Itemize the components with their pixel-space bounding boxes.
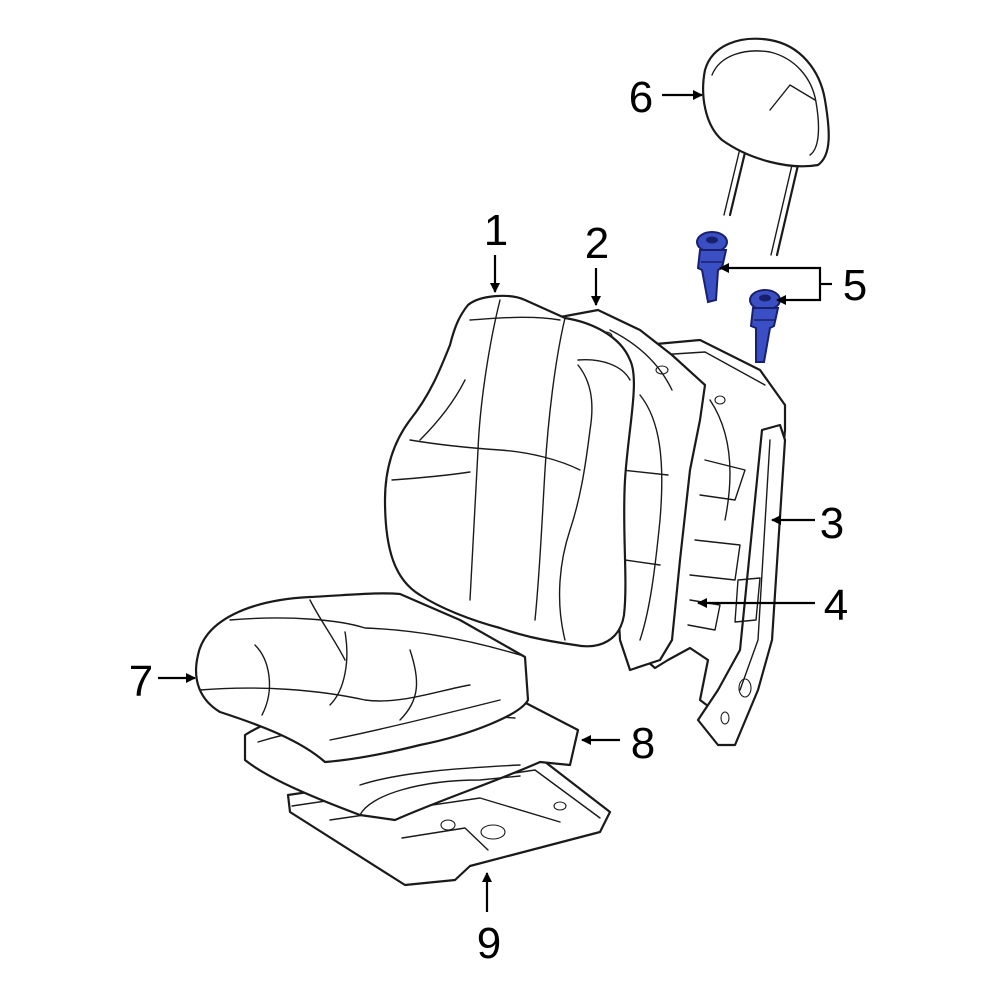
callout-4: 4 (824, 581, 848, 630)
callout-5: 5 (843, 261, 867, 310)
side-trim-panel-part[interactable] (696, 423, 787, 747)
callout-8: 8 (631, 719, 655, 768)
headrest-guide-lower-part[interactable] (749, 289, 781, 363)
leader-lines (158, 90, 832, 912)
callout-2: 2 (585, 219, 609, 268)
callout-7: 7 (129, 657, 153, 706)
callout-9: 9 (477, 919, 501, 968)
seat-cushion-cover-part[interactable] (194, 592, 530, 764)
callout-1: 1 (484, 206, 508, 255)
seat-back-cover-part[interactable] (383, 294, 635, 648)
callout-3: 3 (820, 499, 844, 548)
callout-labels: 1 2 3 4 5 6 7 8 9 (129, 73, 867, 968)
callout-6: 6 (629, 73, 653, 122)
headrest-part[interactable] (702, 37, 830, 257)
